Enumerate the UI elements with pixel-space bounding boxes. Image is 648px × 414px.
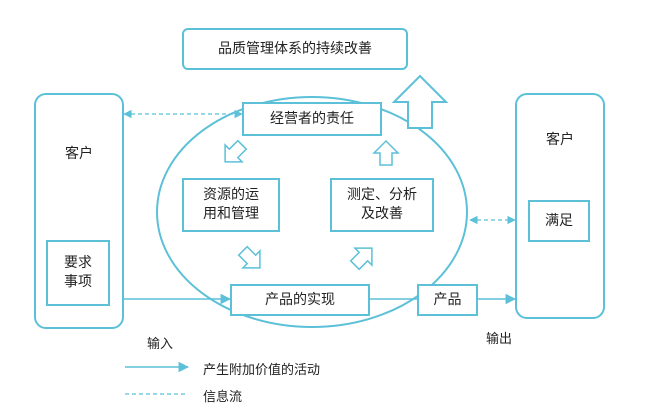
cycle-arrow-down-left	[224, 139, 248, 163]
left-customer-label: 客户	[65, 146, 93, 162]
resources-box: 资源的运 用和管理	[182, 178, 280, 232]
cycle-arrow-down-right	[237, 245, 261, 269]
legend-dashed-label: 信息流	[203, 390, 243, 405]
realization-box: 产品的实现	[230, 284, 370, 316]
requirements-box: 要求 事项	[46, 240, 110, 306]
title-text: 品质管理体系的持续改善	[218, 40, 372, 57]
satisfaction-box: 满足	[528, 200, 590, 242]
right-customer-label: 客户	[546, 132, 574, 148]
realization-text: 产品的实现	[265, 291, 335, 308]
responsibility-box: 经营者的责任	[242, 102, 382, 136]
cycle-arrow-up-right	[349, 247, 373, 271]
requirements-text: 要求 事项	[64, 255, 92, 290]
legend-solid-label: 产生附加价值的活动	[203, 363, 321, 378]
measurement-text: 测定、分析 及改善	[347, 187, 417, 222]
output-label: 输出	[486, 332, 513, 347]
measurement-box: 测定、分析 及改善	[330, 178, 434, 232]
cycle-arrow-up	[372, 139, 400, 166]
satisfaction-text: 满足	[545, 212, 573, 229]
responsibility-text: 经营者的责任	[270, 110, 354, 127]
process-ellipse	[156, 96, 468, 328]
product-box: 产品	[417, 284, 478, 316]
title-box: 品质管理体系的持续改善	[182, 28, 408, 70]
product-text: 产品	[433, 291, 462, 308]
resources-text: 资源的运 用和管理	[203, 187, 259, 222]
input-label: 输入	[147, 337, 174, 352]
improvement-arrow	[391, 74, 449, 129]
